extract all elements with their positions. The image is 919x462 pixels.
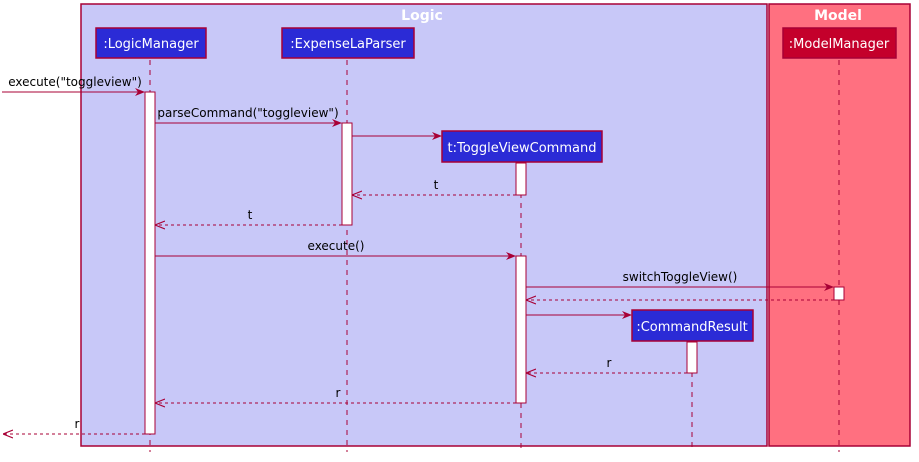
activation-parser bbox=[341, 122, 353, 226]
participant-command-result-label: :CommandResult bbox=[636, 320, 747, 335]
participant-toggle-command: t:ToggleViewCommand bbox=[441, 130, 603, 163]
label-return-t-2: t bbox=[248, 208, 253, 222]
label-return-t-1: t bbox=[434, 178, 439, 192]
label-return-r-1: r bbox=[607, 356, 612, 370]
label-execute: execute() bbox=[308, 239, 365, 253]
participant-parser-label: :ExpenseLaParser bbox=[290, 37, 406, 52]
label-return-r-3: r bbox=[75, 417, 80, 431]
activations bbox=[144, 91, 845, 435]
messages bbox=[2, 88, 834, 434]
participant-toggle-command-label: t:ToggleViewCommand bbox=[448, 141, 597, 156]
participant-logic-manager: :LogicManager bbox=[95, 27, 207, 59]
participant-logic-manager-label: :LogicManager bbox=[103, 37, 199, 52]
logic-frame-title: Logic bbox=[401, 8, 443, 24]
activation-command-result bbox=[686, 341, 698, 374]
participant-parser: :ExpenseLaParser bbox=[281, 27, 415, 59]
label-switch-toggle-view: switchToggleView() bbox=[623, 270, 738, 284]
activation-logic-manager bbox=[144, 91, 156, 435]
label-parse-command: parseCommand("toggleview") bbox=[157, 106, 338, 120]
message-labels: execute("toggleview") parseCommand("togg… bbox=[8, 75, 737, 431]
participant-model-manager-label: :ModelManager bbox=[789, 37, 890, 52]
label-return-r-2: r bbox=[336, 386, 341, 400]
label-execute-toggleview: execute("toggleview") bbox=[8, 75, 142, 89]
activation-toggle-command-2 bbox=[515, 255, 527, 404]
participant-command-result: :CommandResult bbox=[631, 309, 754, 342]
activation-model-manager bbox=[833, 286, 845, 301]
activation-toggle-command-1 bbox=[515, 162, 527, 196]
model-frame-title: Model bbox=[814, 8, 862, 24]
participant-model-manager: :ModelManager bbox=[782, 27, 897, 59]
